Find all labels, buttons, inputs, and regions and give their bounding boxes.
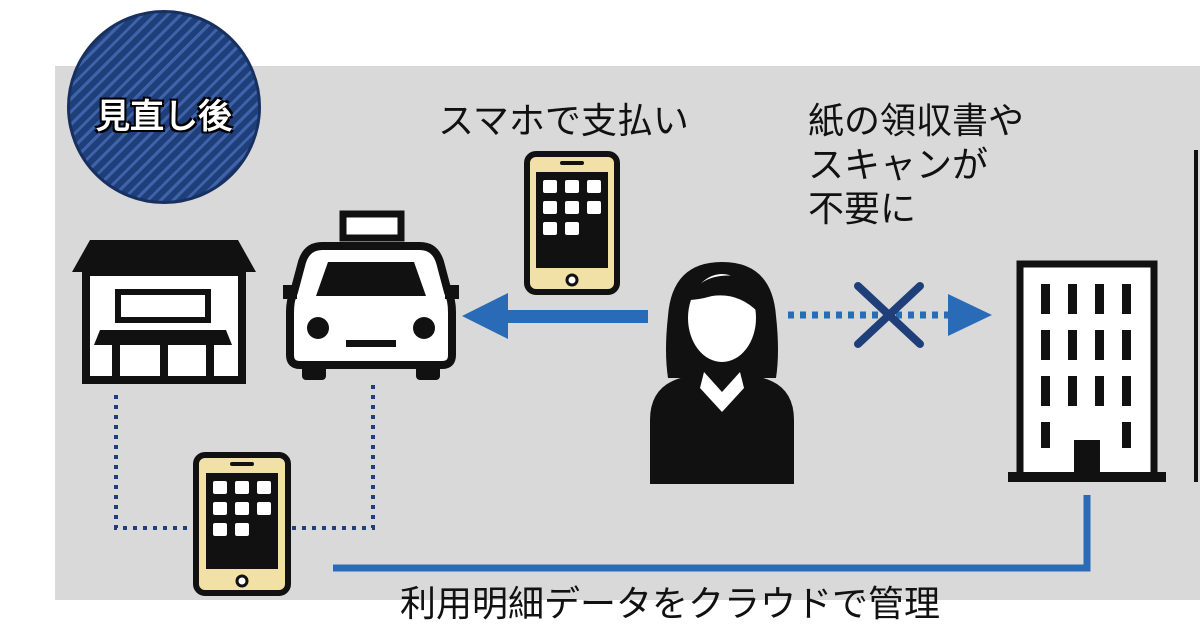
smartphone-icon-top xyxy=(524,151,620,295)
smartphone-icon-bottom xyxy=(193,452,291,596)
store-icon xyxy=(72,240,256,384)
no-paper-label-line1: 紙の領収書や xyxy=(808,101,1025,142)
payment-arrow xyxy=(462,293,648,339)
office-building-icon xyxy=(1008,260,1166,482)
badge-label: 見直し後 xyxy=(96,97,232,137)
taxi-icon xyxy=(283,210,459,380)
cloud-management-label: 利用明細データをクラウドで管理 xyxy=(400,584,941,625)
cross-mark-icon xyxy=(854,282,924,348)
pay-by-smartphone-label: スマホで支払い xyxy=(438,101,689,142)
usage-data-dotted-lines xyxy=(114,385,375,530)
no-paper-label-line3: 不要に xyxy=(808,189,917,230)
no-paper-label-line2: スキャンが xyxy=(808,145,989,186)
diagram-graphics xyxy=(72,150,1198,596)
person-icon xyxy=(650,262,794,484)
cloud-data-line xyxy=(333,495,1091,572)
blocked-arrow xyxy=(788,294,992,336)
edge-divider xyxy=(1194,150,1198,482)
after-review-badge: 見直し後 xyxy=(67,10,261,204)
